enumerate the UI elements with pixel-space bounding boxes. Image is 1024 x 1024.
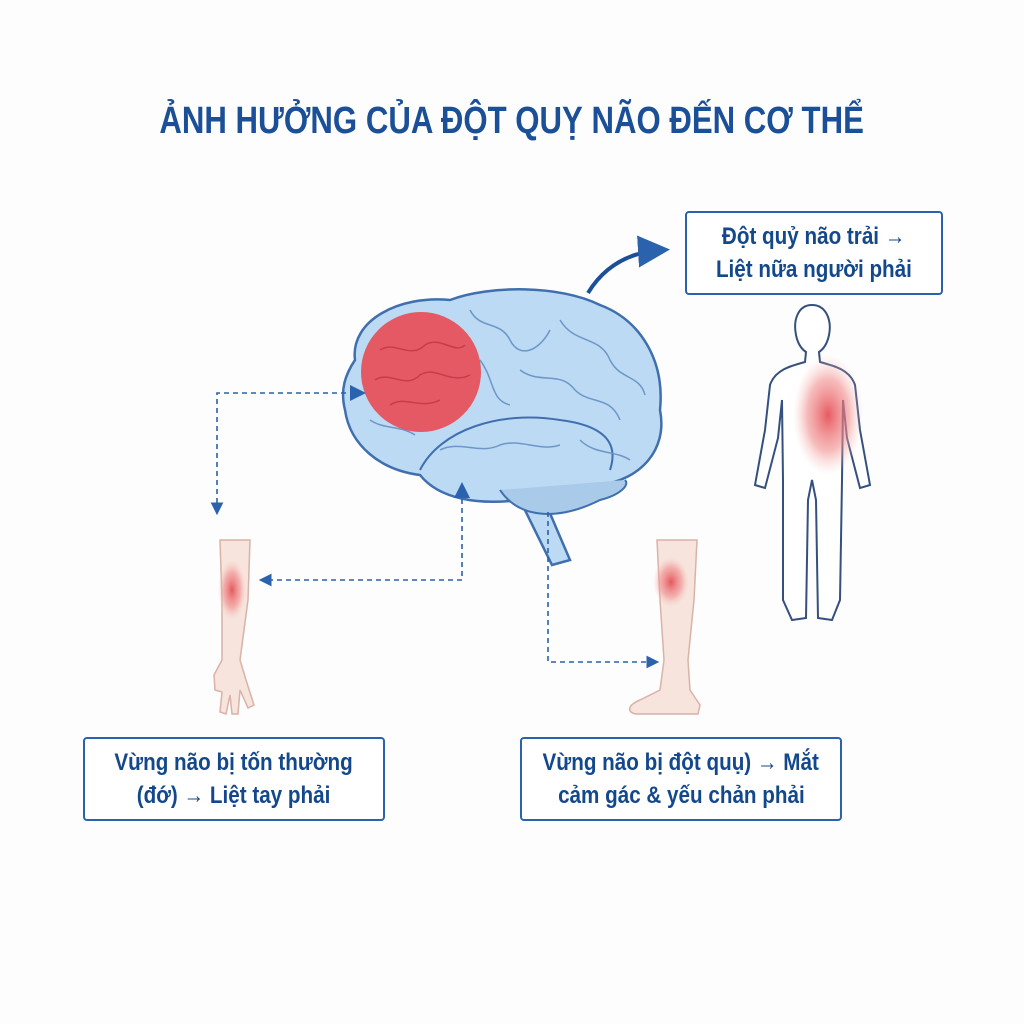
label-left-hemisphere: Đột quỷ não trải → Liệt nữa người phải — [685, 211, 943, 295]
arm-illustration — [213, 539, 255, 715]
page-title: ẢNH HƯỞNG CỦA ĐỘT QUỴ NÃO ĐẾN CƠ THỂ — [159, 100, 865, 142]
lesion-area — [361, 312, 481, 432]
affected-right-side — [793, 355, 863, 475]
affected-arm-area — [218, 560, 246, 620]
leg-illustration — [628, 539, 701, 715]
brain-illustration — [341, 288, 663, 567]
leg-connector-arrow — [547, 512, 660, 669]
label-leg: Vừng não bị đột quụ) → Mắt cảm gác & yếu… — [520, 737, 842, 821]
label-arm: Vừng não bị tốn thường (đớ) → Liệt tay p… — [83, 737, 385, 821]
arm-connector-arrow — [210, 392, 355, 516]
body-figure — [753, 303, 872, 622]
affected-leg-area — [653, 557, 689, 607]
curved-arrow — [586, 235, 670, 295]
brain-to-arm-arrow — [258, 490, 463, 587]
